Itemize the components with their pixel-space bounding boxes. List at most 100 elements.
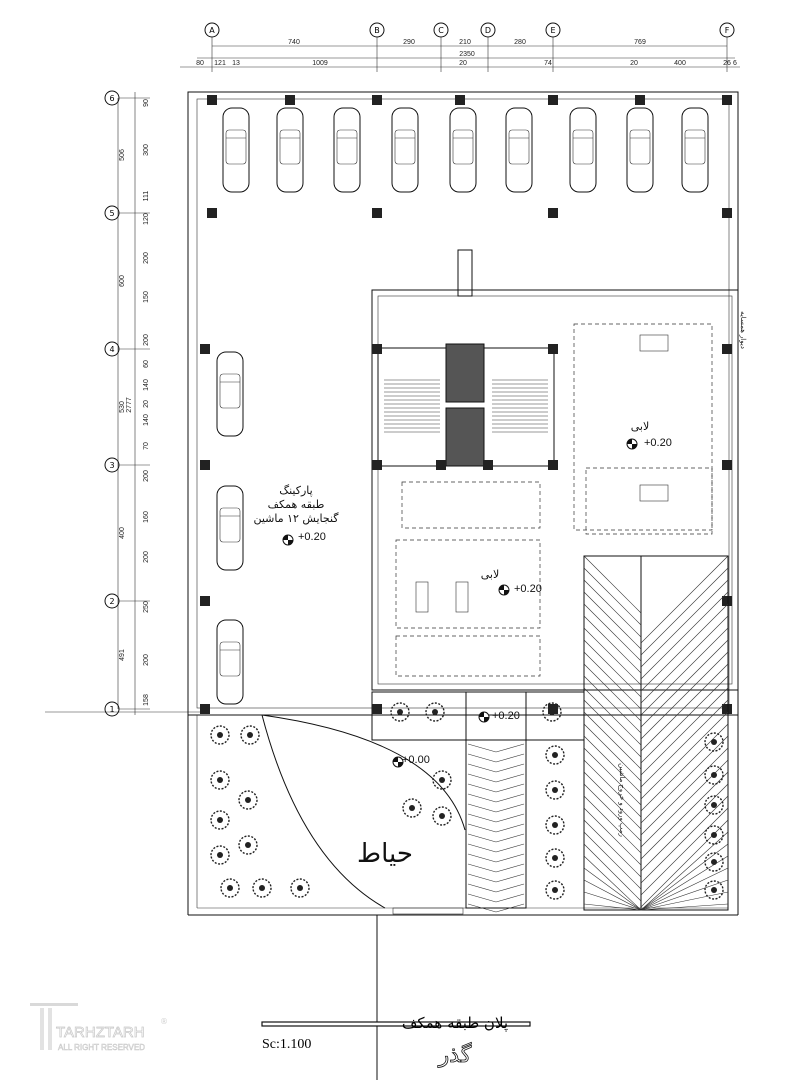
dimension-value: 200 xyxy=(143,654,150,666)
car-ramp xyxy=(583,555,729,911)
level-marker-icon xyxy=(626,438,638,450)
car-icon xyxy=(276,107,304,193)
dimension-value: 6 xyxy=(733,60,737,67)
tree-icon xyxy=(704,732,724,752)
hatch-line xyxy=(583,795,642,854)
tree-icon xyxy=(704,852,724,872)
title-block: پلان طبقه همکف Sc:1.100 گذر xyxy=(261,915,531,1080)
tree-icon xyxy=(210,845,230,865)
column xyxy=(722,460,732,470)
column xyxy=(548,704,558,714)
paving-line xyxy=(467,883,497,893)
parking-level: +0.20 xyxy=(298,531,326,543)
paving-line xyxy=(467,843,497,853)
dimension-value: 200 xyxy=(143,470,150,482)
dimension-value: 250 xyxy=(143,601,150,613)
paving-line xyxy=(467,853,497,863)
tree-icon xyxy=(704,765,724,785)
car-icon xyxy=(569,107,597,193)
hatch-line xyxy=(640,591,729,680)
paving-line xyxy=(495,873,525,883)
grid-label: B xyxy=(374,26,380,35)
lobby-right-level: +0.20 xyxy=(644,437,672,449)
hatch-line xyxy=(640,567,729,656)
tree-icon xyxy=(432,806,452,826)
yard-level: +0.00 xyxy=(402,754,430,766)
street-label: گذر xyxy=(438,1042,472,1068)
dimension-value: 111 xyxy=(143,191,150,202)
column xyxy=(200,460,210,470)
hatch-line xyxy=(583,867,642,911)
tree-icon xyxy=(432,770,452,790)
dimension-value: 1009 xyxy=(312,60,328,67)
tree-icon xyxy=(704,795,724,815)
scale-label: Sc:1.100 xyxy=(262,1037,311,1052)
dimension-value: 600 xyxy=(119,275,126,287)
dimension-value: 160 xyxy=(143,511,150,523)
car-icon xyxy=(216,485,244,571)
hatch-line xyxy=(583,627,642,686)
paving-line xyxy=(467,893,497,903)
paving-line xyxy=(495,783,525,793)
dimension-value: 121 xyxy=(214,60,226,67)
parking-label-3: گنجایش ۱۲ ماشین xyxy=(253,512,339,525)
hatch-line xyxy=(640,795,729,884)
paving-line xyxy=(467,873,497,883)
hatch-line xyxy=(640,723,729,812)
grid-label: A xyxy=(209,26,215,35)
tree-icon xyxy=(542,702,562,722)
paving-line xyxy=(495,793,525,803)
paving-line xyxy=(467,813,497,823)
paving-line xyxy=(467,793,497,803)
dimension-value: 80 xyxy=(196,60,204,67)
dimension-value: 60 xyxy=(143,360,150,368)
room-labels: پارکینگ طبقه همکف گنجایش ۱۲ ماشین +0.20 … xyxy=(253,311,747,869)
hatch-line xyxy=(583,663,642,722)
lobby-center-label: لابی xyxy=(481,568,500,581)
yard xyxy=(210,702,724,915)
tree-icon xyxy=(402,798,422,818)
paving-line xyxy=(495,803,525,813)
tree-icon xyxy=(425,702,445,722)
dimension-value: 740 xyxy=(288,39,300,46)
dimension-value: 400 xyxy=(119,527,126,539)
hatch-line xyxy=(583,903,642,911)
hatch-line xyxy=(583,807,642,866)
hatch-line xyxy=(640,663,729,752)
plan-title: پلان طبقه همکف xyxy=(402,1014,508,1033)
column xyxy=(372,95,382,105)
tree-icon xyxy=(545,848,565,868)
tree-icon xyxy=(545,880,565,900)
hatch-line xyxy=(583,591,642,650)
tree-icon xyxy=(220,878,240,898)
column xyxy=(548,344,558,354)
dimension-value: 158 xyxy=(143,694,150,706)
hatch-line xyxy=(583,579,642,638)
dimension-value: 200 xyxy=(143,551,150,563)
column xyxy=(635,95,645,105)
tree-icon xyxy=(238,790,258,810)
dimension-lines xyxy=(45,45,740,715)
paving-line xyxy=(467,743,497,753)
hatch-line xyxy=(583,819,642,878)
paving-line xyxy=(495,833,525,843)
tree-icon xyxy=(545,780,565,800)
paving-line xyxy=(467,823,497,833)
dimension-value: 506 xyxy=(119,149,126,161)
hatch-line xyxy=(640,903,729,911)
tree-icon xyxy=(390,702,410,722)
column xyxy=(722,344,732,354)
car-icon xyxy=(216,619,244,705)
parking-label-2: طبقه همکف xyxy=(268,498,325,511)
car-icon xyxy=(505,107,533,193)
paving-line xyxy=(495,763,525,773)
column xyxy=(200,704,210,714)
hatch-line xyxy=(583,603,642,662)
dimension-value: 2350 xyxy=(459,51,475,58)
paving-line xyxy=(467,833,497,843)
column xyxy=(548,95,558,105)
paving-line xyxy=(467,863,497,873)
hatch-line xyxy=(583,783,642,842)
